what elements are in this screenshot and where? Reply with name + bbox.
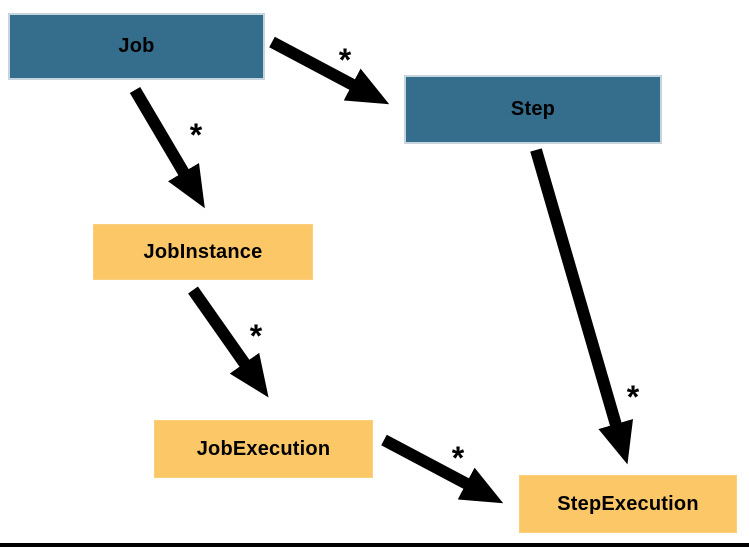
node-stepexecution-label: StepExecution [557,492,699,515]
arrow-jobinstance-to-jobexecution [188,286,269,398]
node-job: Job [8,13,265,80]
node-jobexecution: JobExecution [154,420,373,478]
arrow-step-to-stepexecution [530,148,634,465]
multiplicity-jobexecution-stepexecution: * [452,440,465,476]
multiplicity-step-stepexecution: * [627,379,640,415]
bottom-border-line [0,543,749,547]
node-step: Step [404,75,662,144]
node-step-label: Step [510,98,556,120]
arrow-job-to-step [269,36,390,105]
node-jobinstance: JobInstance [93,224,313,280]
node-jobexecution-label: JobExecution [196,437,331,460]
node-jobinstance-label: JobInstance [143,240,263,263]
arrow-job-to-jobinstance [129,86,205,209]
multiplicity-jobinstance-jobexecution: * [250,318,263,354]
node-job-label: Job [118,35,155,57]
node-stepexecution: StepExecution [519,475,737,533]
arrow-jobexecution-to-stepexecution [381,434,504,504]
multiplicity-job-step: * [339,42,352,78]
multiplicity-job-jobinstance: * [190,117,203,153]
